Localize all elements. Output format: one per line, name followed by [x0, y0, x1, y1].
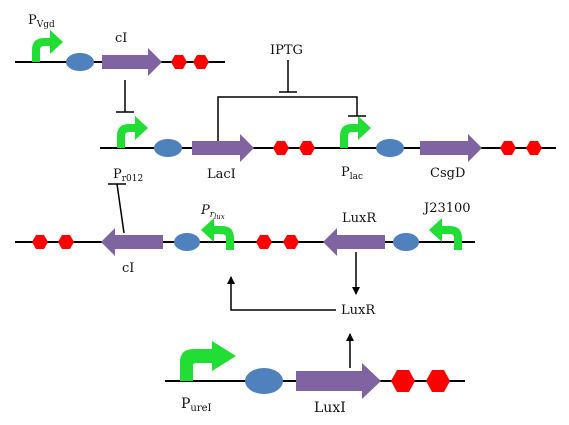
luxr-protein-label: LuxR	[341, 303, 376, 318]
promoter-urei-icon	[180, 341, 236, 381]
terminator-icon	[32, 235, 48, 249]
terminator-icon	[391, 370, 415, 392]
iptg-label: IPTG	[270, 43, 303, 58]
promoter-lac-label: Plac	[341, 165, 363, 182]
promoter-urei-label: PureI	[181, 396, 212, 414]
gene-luxi-arrow-icon	[296, 363, 381, 399]
luxr-activation-arrow	[227, 276, 336, 311]
terminator-icon	[171, 55, 187, 69]
promoter-rlux-label: Prlux	[200, 203, 225, 221]
row3-construct: cI Prlux LuxR J23100	[15, 201, 475, 276]
gene-laci-label: LacI	[207, 167, 236, 182]
terminator-icon	[283, 235, 299, 249]
gene-ci-row3-label: cI	[122, 261, 134, 276]
ci-row3-repression-line	[108, 183, 126, 234]
terminator-icon	[58, 235, 74, 249]
gene-csgd-label: CsgD	[430, 166, 465, 181]
gene-csgd-arrow-icon	[420, 134, 482, 162]
promoter-r012-icon	[117, 116, 148, 148]
terminator-icon	[526, 141, 542, 155]
row1-construct: PVgd cI	[15, 13, 225, 76]
row2-construct: Pr012 LacI Plac CsgD	[100, 116, 556, 184]
terminator-icon	[273, 141, 289, 155]
rbs-icon	[245, 368, 283, 394]
promoter-j23100-icon	[429, 218, 462, 250]
terminator-icon	[193, 55, 209, 69]
terminator-icon	[299, 141, 315, 155]
gene-ci-arrow-icon	[102, 48, 162, 76]
gene-luxi-label: LuxI	[314, 400, 346, 416]
promoter-rlux-icon	[201, 218, 234, 250]
rbs-icon	[66, 53, 94, 71]
ci-repression-line	[116, 80, 134, 113]
promoter-j23100-label: J23100	[422, 201, 471, 216]
terminator-icon	[426, 370, 450, 392]
gene-ci-label: cI	[115, 31, 127, 46]
rbs-icon	[376, 139, 404, 157]
iptg-inhibition: IPTG	[270, 43, 303, 93]
row4-construct: PureI LuxI	[165, 341, 465, 416]
laci-repression-line	[217, 96, 366, 141]
rbs-icon	[174, 233, 200, 251]
promoter-vgd-icon	[32, 30, 63, 62]
rbs-icon	[154, 139, 182, 157]
gene-ci-reverse-arrow-icon	[101, 228, 163, 256]
promoter-r012-label: Pr012	[113, 167, 143, 184]
promoter-lac-icon	[340, 116, 371, 148]
rbs-icon	[393, 233, 419, 251]
gene-luxr-label: LuxR	[342, 211, 377, 226]
gene-laci-arrow-icon	[192, 134, 254, 162]
promoter-vgd-label: PVgd	[28, 13, 55, 30]
gene-luxr-reverse-arrow-icon	[323, 228, 385, 256]
terminator-icon	[256, 235, 272, 249]
terminator-icon	[500, 141, 516, 155]
